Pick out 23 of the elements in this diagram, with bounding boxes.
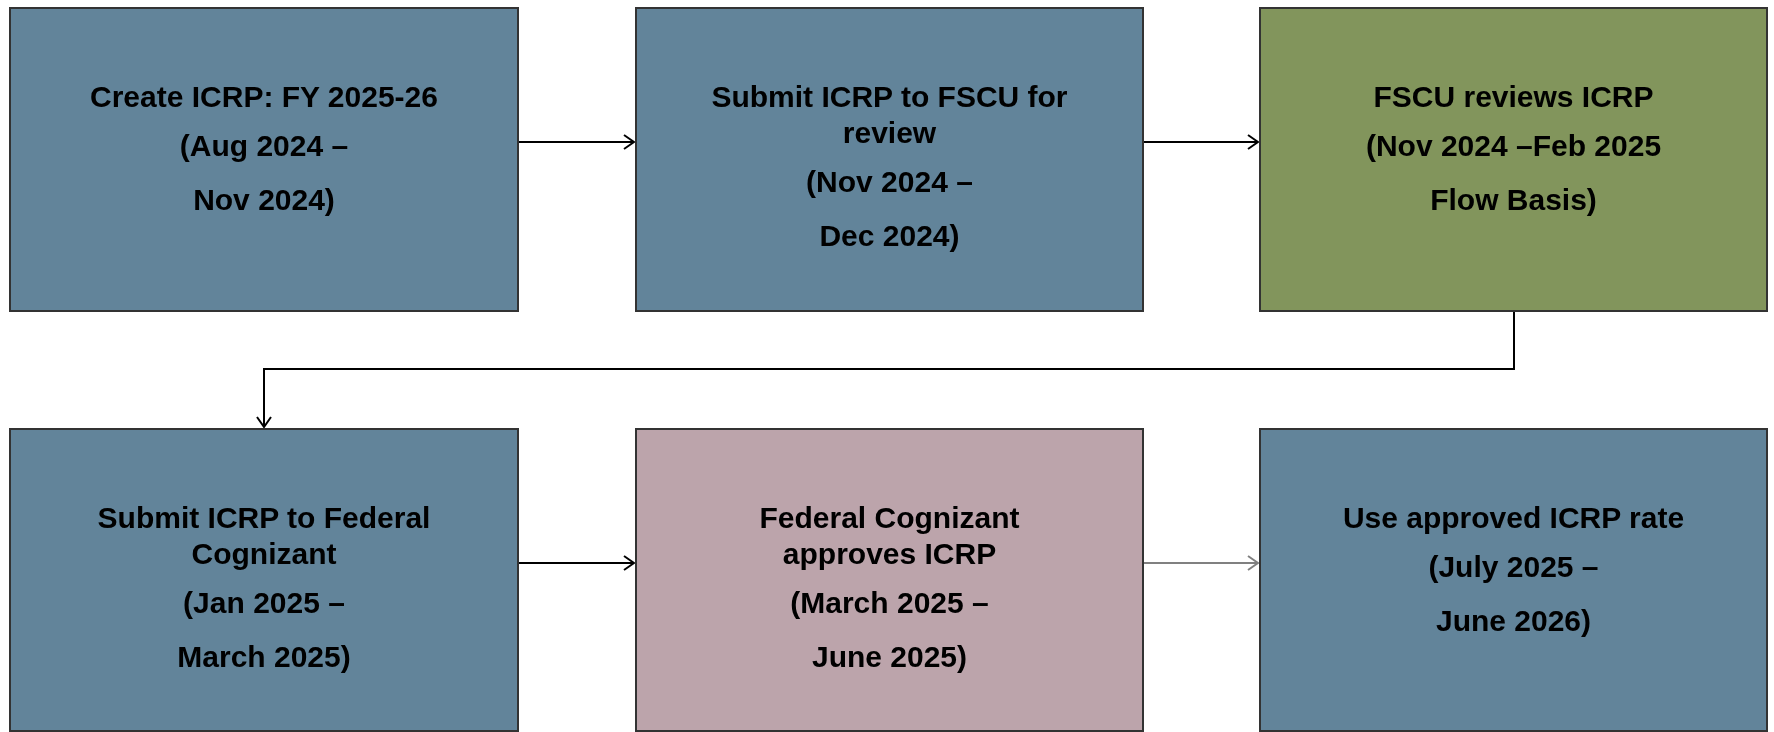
arrow (518, 555, 635, 571)
date-range: (Nov 2024 – Dec 2024) (805, 164, 974, 254)
date-range: (March 2025 – June 2025) (789, 585, 990, 675)
step-title: Submit ICRP to Federal Cognizant (96, 500, 432, 572)
arrow (256, 311, 1515, 428)
arrow (1143, 555, 1259, 571)
step-title: Federal Cognizant approves ICRP (758, 500, 1021, 572)
step-title: Use approved ICRP rate (1341, 500, 1686, 536)
process-box (9, 7, 519, 312)
arrow (518, 134, 635, 150)
process-box (635, 428, 1144, 732)
date-range: (Aug 2024 – Nov 2024) (178, 128, 350, 218)
process-box (635, 7, 1144, 312)
date-range: (July 2025 – June 2026) (1427, 549, 1600, 639)
date-range: (Jan 2025 – March 2025) (176, 585, 352, 675)
step-title: Create ICRP: FY 2025-26 (89, 79, 439, 115)
arrow (1143, 134, 1259, 150)
date-range: (Nov 2024 –Feb 2025 Flow Basis) (1364, 128, 1663, 218)
process-box (9, 428, 519, 732)
process-box (1259, 7, 1768, 312)
step-title: FSCU reviews ICRP (1372, 79, 1655, 115)
step-title: Submit ICRP to FSCU for review (710, 79, 1069, 151)
process-box (1259, 428, 1768, 732)
